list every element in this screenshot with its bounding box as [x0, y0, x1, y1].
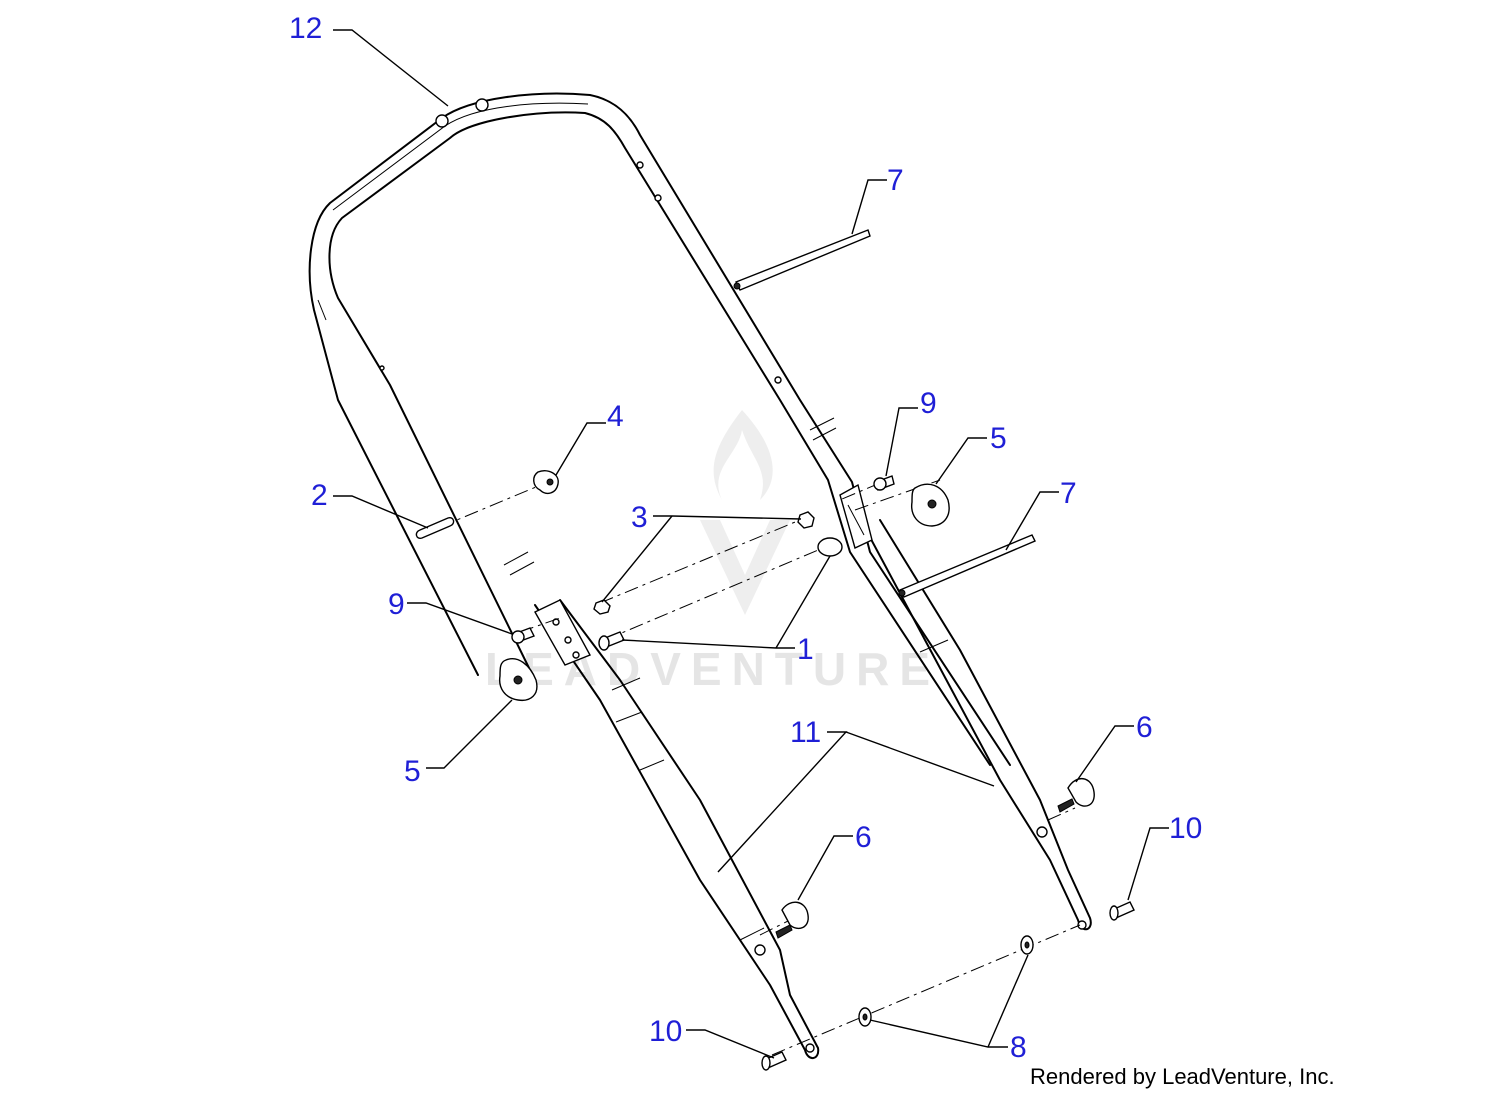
callout-1: 1	[797, 633, 814, 666]
callout-9-left: 9	[388, 588, 405, 621]
callout-12: 12	[289, 12, 322, 45]
render-credit: Rendered by LeadVenture, Inc.	[1030, 1064, 1335, 1089]
callout-8: 8	[1010, 1031, 1027, 1064]
callout-7-upper: 7	[887, 164, 904, 197]
watermark-text: LEADVENTURE	[485, 643, 940, 695]
lower-handles	[534, 499, 1092, 1059]
callout-5-left: 5	[404, 755, 421, 788]
callout-labels: 12 7 4 9 5 7 2 3 9 1 5 11 6 6 10 10 8	[289, 12, 1202, 1064]
callout-10-left: 10	[649, 1015, 682, 1048]
callout-4: 4	[607, 400, 624, 433]
hardware	[415, 470, 1135, 1071]
callout-5-right: 5	[990, 422, 1007, 455]
callout-7-lower: 7	[1060, 477, 1077, 510]
callout-10-right: 10	[1169, 812, 1202, 845]
cable-ties	[733, 229, 1036, 598]
callout-6-right: 6	[1136, 711, 1153, 744]
callout-9-right: 9	[920, 387, 937, 420]
callout-3: 3	[631, 501, 648, 534]
right-bracket	[839, 483, 873, 549]
upper-handle	[308, 92, 1011, 766]
callout-6-left: 6	[855, 821, 872, 854]
watermark-logo: LEADVENTURE	[485, 410, 940, 695]
callout-2: 2	[311, 479, 328, 512]
leader-lines	[333, 29, 1169, 1059]
callout-11: 11	[790, 716, 821, 749]
